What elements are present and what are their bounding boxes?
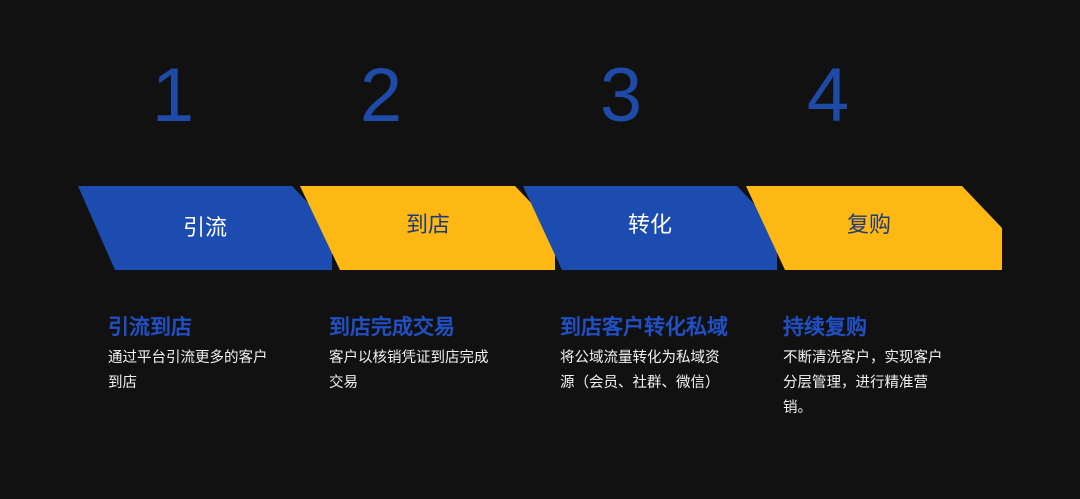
step-number-3: 3 (599, 53, 643, 138)
step-description-1: 通过平台引流更多的客户到店 (108, 350, 268, 391)
step-title-4: 持续复购 (783, 315, 867, 339)
chevron-label-3: 转化 (627, 213, 672, 238)
step-description-3: 将公域流量转化为私域资源（会员、社群、微信） (560, 350, 720, 391)
chevron-label-1: 引流 (182, 216, 227, 241)
chevron-1 (78, 186, 332, 270)
chevron-4 (746, 186, 1002, 270)
step-number-1: 1 (151, 53, 195, 138)
step-description-2: 客户以核销凭证到店完成交易 (329, 350, 489, 391)
step-title-2: 到店完成交易 (329, 315, 455, 339)
chevron-3 (523, 186, 777, 270)
chevron-label-4: 复购 (846, 213, 891, 238)
chevron-2 (300, 186, 555, 270)
step-number-2: 2 (359, 53, 403, 138)
step-description-4: 不断清洗客户，实现客户分层管理，进行精准营销。 (783, 350, 943, 416)
chevron-label-2: 到店 (405, 213, 450, 238)
step-title-1: 引流到店 (108, 315, 192, 339)
step-number-4: 4 (806, 53, 850, 138)
step-title-3: 到店客户转化私域 (560, 315, 728, 339)
